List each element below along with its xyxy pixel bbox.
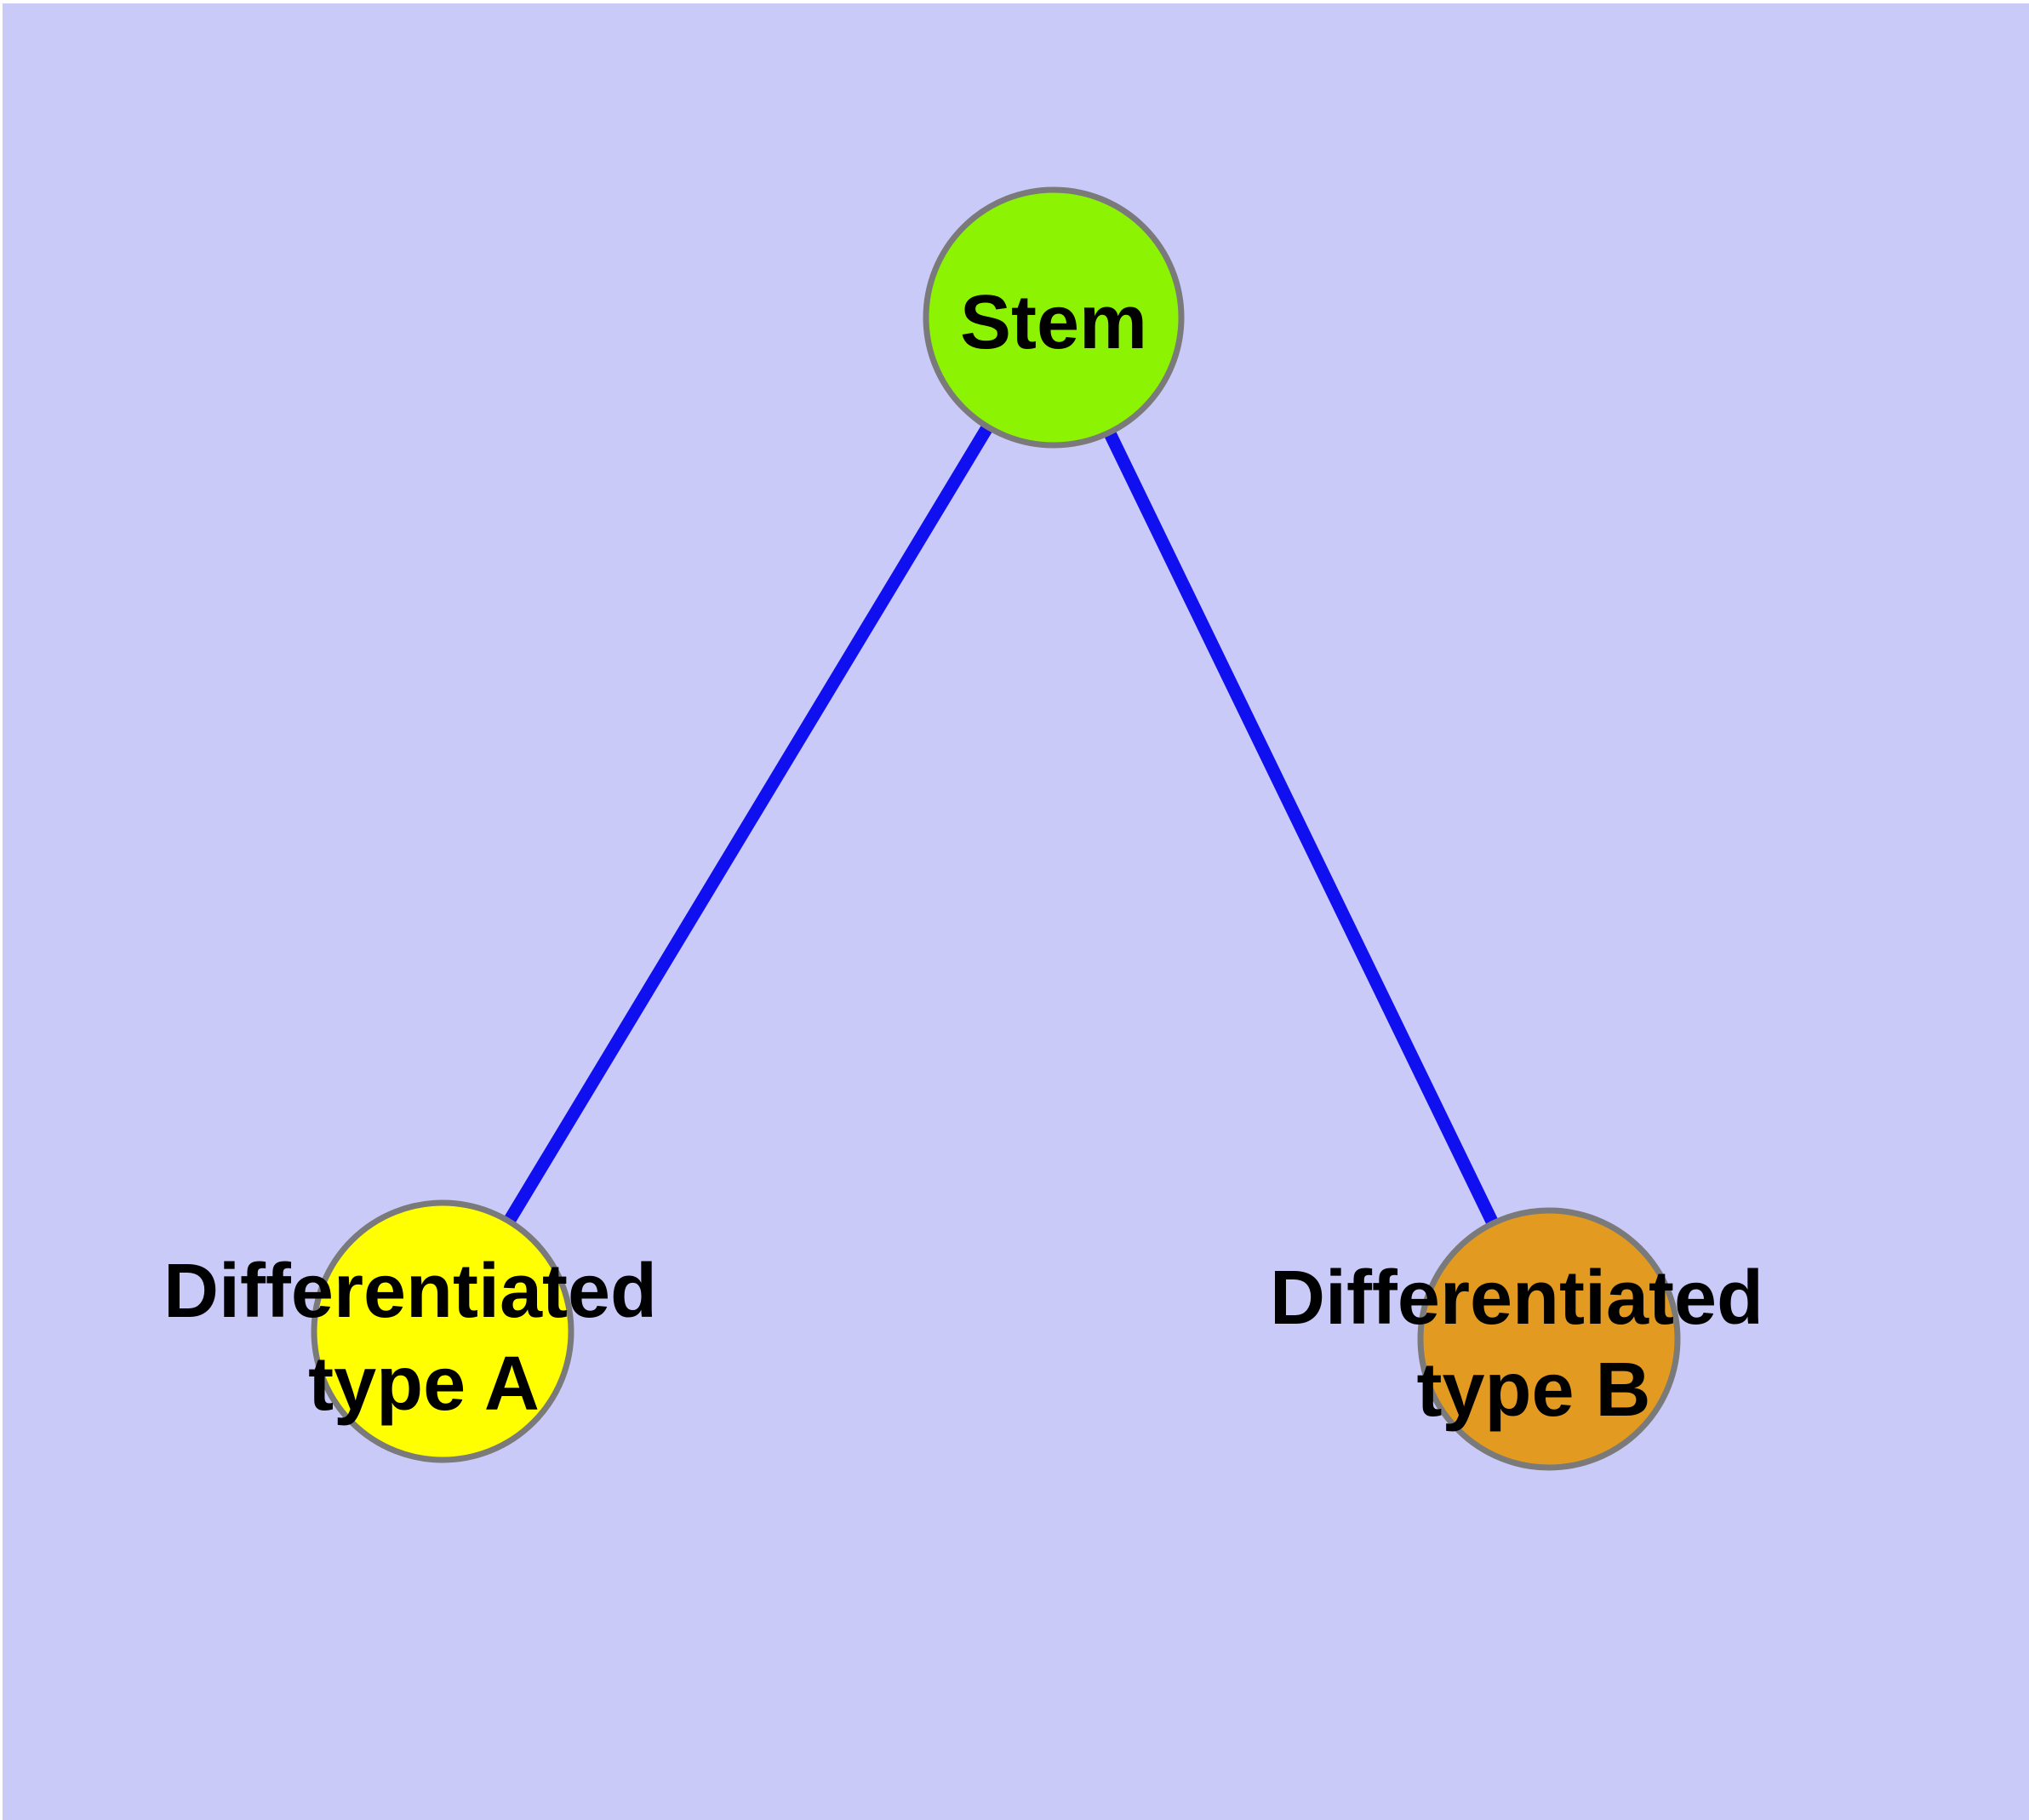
node-differentiated-type-b	[1417, 1207, 1681, 1471]
node-stem	[923, 186, 1185, 449]
node-type-b-label-line1: Differentiated	[1270, 1256, 1763, 1341]
node-type-a-label-line2: type A	[308, 1342, 540, 1427]
edge-stem-to-type-a	[437, 314, 1060, 1335]
node-differentiated-type-a	[311, 1199, 574, 1463]
node-type-a-label-line1: Differentiated	[163, 1249, 657, 1334]
node-stem-label: Stem	[960, 280, 1147, 365]
node-type-b-label-line2: type B	[1416, 1348, 1650, 1433]
edge-stem-to-type-b	[1048, 314, 1555, 1342]
